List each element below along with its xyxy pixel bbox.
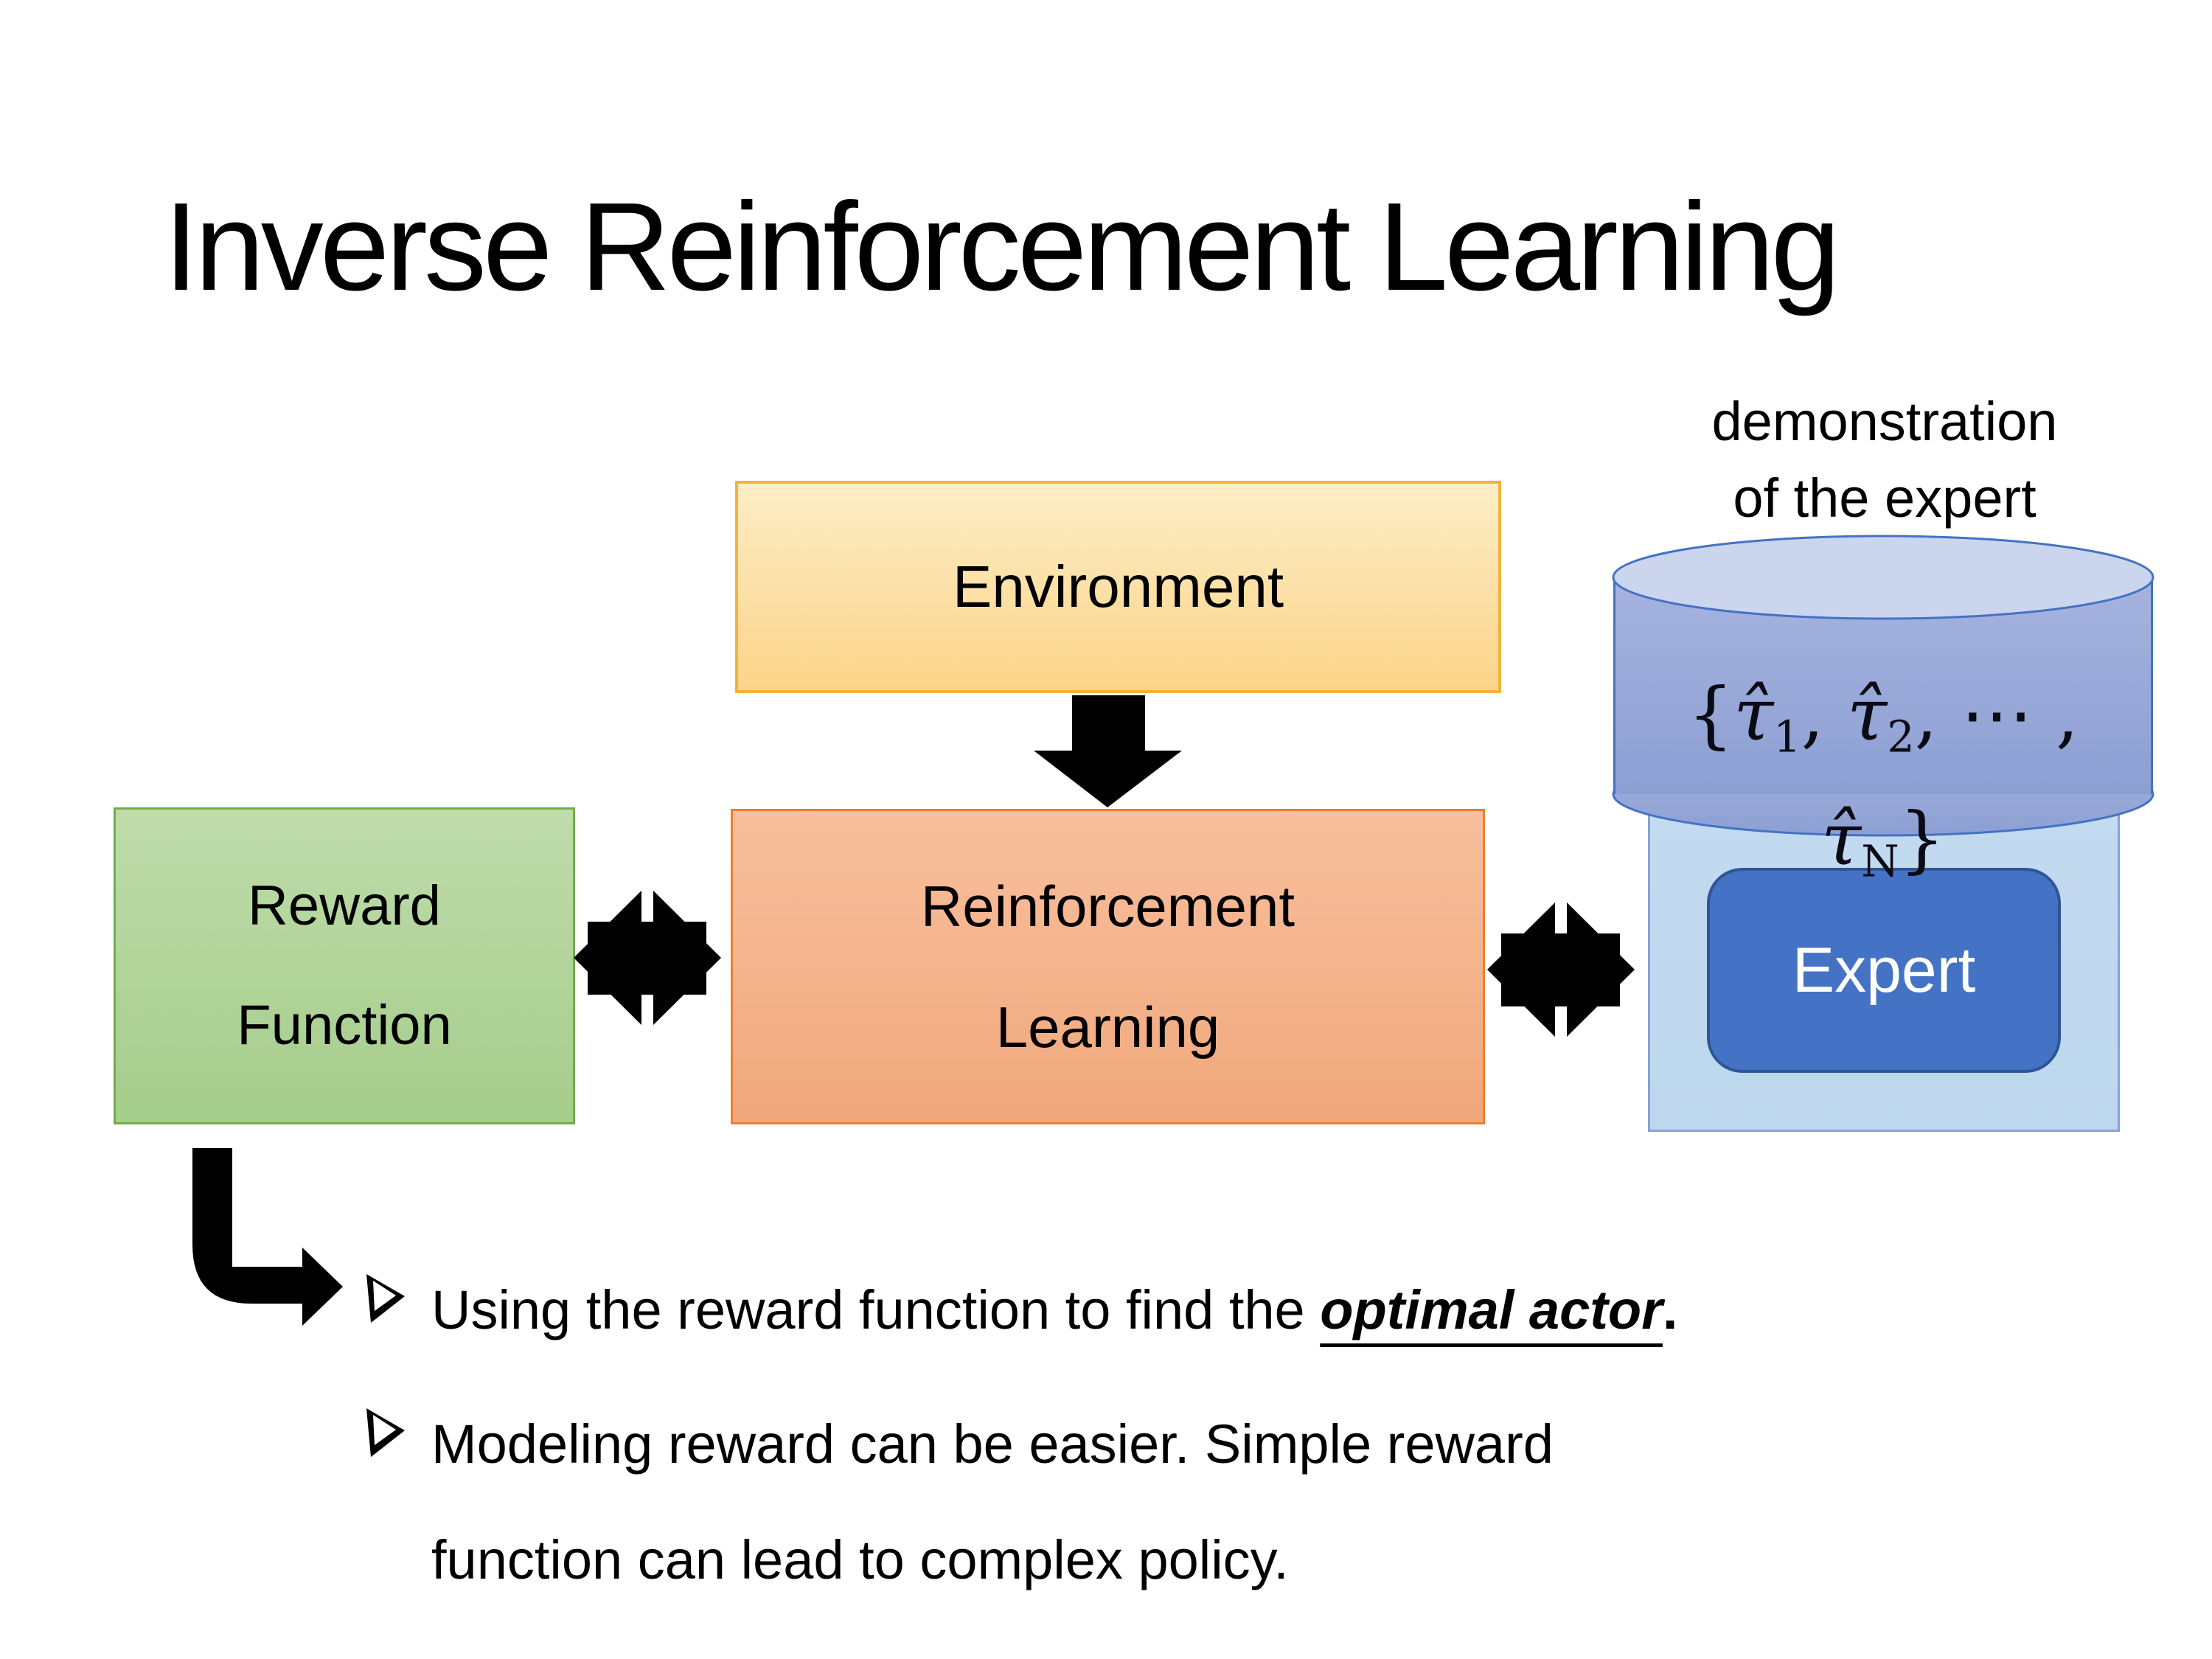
bullet-1-pre: Using the reward function to find the bbox=[431, 1279, 1321, 1340]
rl-label-line1: Reinforcement bbox=[920, 874, 1295, 939]
reward-label-line1: Reward bbox=[248, 874, 441, 937]
demonstration-note: demonstration of the expert bbox=[1585, 383, 2184, 537]
formula-tau2: τ̂ bbox=[1847, 673, 1888, 757]
formula-sep1: , bbox=[1801, 673, 1848, 757]
formula-tau1: τ̂ bbox=[1733, 673, 1774, 757]
reward-label-line2: Function bbox=[237, 994, 452, 1057]
bullet-2-line1: Modeling reward can be easier. Simple re… bbox=[431, 1413, 1554, 1475]
elbow-arrow-icon bbox=[192, 1148, 343, 1326]
bullet-2-text: Modeling reward can be easier. Simple re… bbox=[431, 1386, 1554, 1618]
bullet-2-line2: function can lead to complex policy. bbox=[431, 1529, 1289, 1590]
rl-label-line2: Learning bbox=[995, 995, 1220, 1060]
formula-subN: N bbox=[1861, 835, 1899, 887]
environment-label: Environment bbox=[952, 554, 1284, 619]
reward-function-box: Reward Function bbox=[114, 807, 575, 1124]
demonstration-note-line2: of the expert bbox=[1733, 467, 2037, 529]
formula-sub1: 1 bbox=[1773, 711, 1801, 762]
demonstration-note-line1: demonstration bbox=[1711, 391, 2058, 452]
trajectory-set-formula: {τ̂1, τ̂2, ⋯ , τ̂N} bbox=[1622, 664, 2144, 914]
bullet-item-1: Using the reward function to find the op… bbox=[366, 1252, 1677, 1368]
double-arrow-left-icon bbox=[574, 885, 721, 1032]
bullet-1-text: Using the reward function to find the op… bbox=[431, 1252, 1677, 1368]
formula-open-brace: { bbox=[1687, 673, 1734, 757]
formula-close-brace: } bbox=[1899, 798, 1946, 883]
environment-box: Environment bbox=[735, 481, 1501, 693]
bullet-arrowhead-icon bbox=[366, 1408, 405, 1457]
formula-sep3: , bbox=[2032, 673, 2079, 757]
reinforcement-learning-label: Reinforcement Learning bbox=[921, 846, 1295, 1088]
reward-function-label: Reward Function bbox=[237, 846, 452, 1085]
down-arrow-icon bbox=[1034, 695, 1182, 807]
bullet-item-2: Modeling reward can be easier. Simple re… bbox=[366, 1386, 1554, 1618]
bullet-1-emphasis: optimal actor bbox=[1320, 1279, 1663, 1340]
reinforcement-learning-box: Reinforcement Learning bbox=[724, 800, 1489, 1124]
formula-sep2: , bbox=[1914, 673, 1961, 757]
database-cylinder-icon bbox=[1612, 535, 2154, 837]
expert-label: Expert bbox=[1792, 934, 1976, 1006]
formula-dots: ⋯ bbox=[1960, 673, 2033, 757]
bullet-1-post: . bbox=[1662, 1279, 1678, 1340]
double-arrow-right-icon bbox=[1487, 897, 1635, 1043]
formula-tauN: τ̂ bbox=[1820, 798, 1862, 883]
bullet-arrowhead-icon bbox=[366, 1274, 405, 1323]
page-title: Inverse Reinforcement Learning bbox=[164, 177, 1840, 317]
formula-sub2: 2 bbox=[1887, 711, 1915, 762]
expert-box: Expert bbox=[1707, 868, 2061, 1073]
